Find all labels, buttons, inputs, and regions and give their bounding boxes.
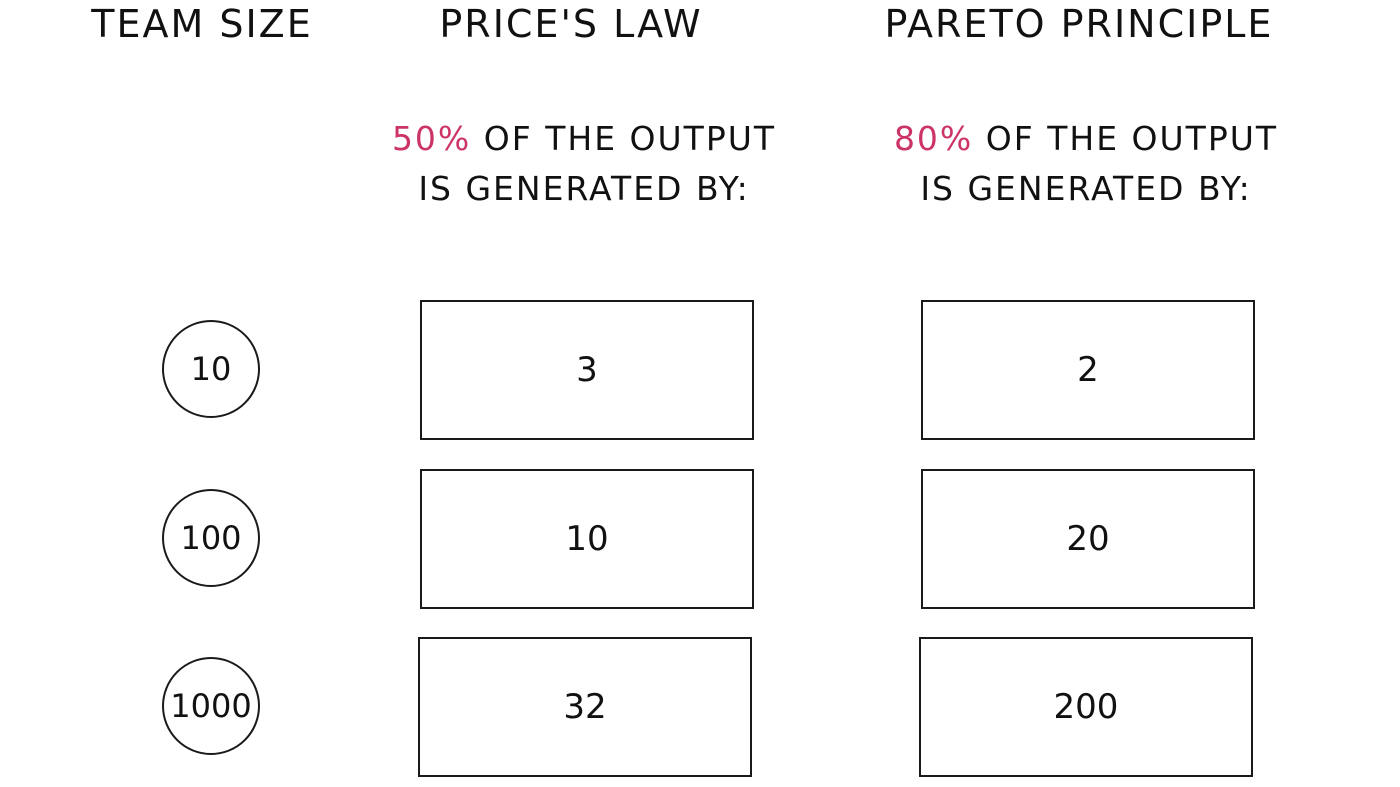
team-size-header: TEAM SIZE xyxy=(91,2,313,46)
pareto-description-line2: IS GENERATED BY: xyxy=(920,169,1252,208)
prices-law-value: 10 xyxy=(565,519,609,559)
team-size-circle: 1000 xyxy=(162,657,260,755)
prices-law-box: 32 xyxy=(418,637,752,777)
prices-law-box: 10 xyxy=(420,469,754,609)
pareto-box: 20 xyxy=(921,469,1255,609)
prices-law-header: PRICE'S LAW xyxy=(439,2,703,46)
team-size-value: 100 xyxy=(180,519,242,557)
pareto-description: 80% OF THE OUTPUT IS GENERATED BY: xyxy=(874,114,1298,214)
prices-law-percent: 50% xyxy=(391,119,472,158)
team-size-value: 10 xyxy=(190,350,232,388)
pareto-value: 2 xyxy=(1077,350,1099,390)
prices-law-box: 3 xyxy=(420,300,754,440)
prices-law-value: 32 xyxy=(563,687,607,727)
pareto-principle-header: PARETO PRINCIPLE xyxy=(884,2,1274,46)
pareto-percent: 80% xyxy=(893,119,974,158)
prices-law-value: 3 xyxy=(576,350,598,390)
prices-law-description-line1: OF THE OUTPUT xyxy=(471,119,777,158)
prices-law-description-line2: IS GENERATED BY: xyxy=(418,169,750,208)
pareto-value: 20 xyxy=(1066,519,1110,559)
prices-law-description: 50% OF THE OUTPUT IS GENERATED BY: xyxy=(372,114,796,214)
team-size-circle: 10 xyxy=(162,320,260,418)
pareto-description-line1: OF THE OUTPUT xyxy=(973,119,1279,158)
pareto-box: 200 xyxy=(919,637,1253,777)
team-size-circle: 100 xyxy=(162,489,260,587)
pareto-value: 200 xyxy=(1053,687,1119,727)
team-size-value: 1000 xyxy=(170,687,252,725)
pareto-box: 2 xyxy=(921,300,1255,440)
